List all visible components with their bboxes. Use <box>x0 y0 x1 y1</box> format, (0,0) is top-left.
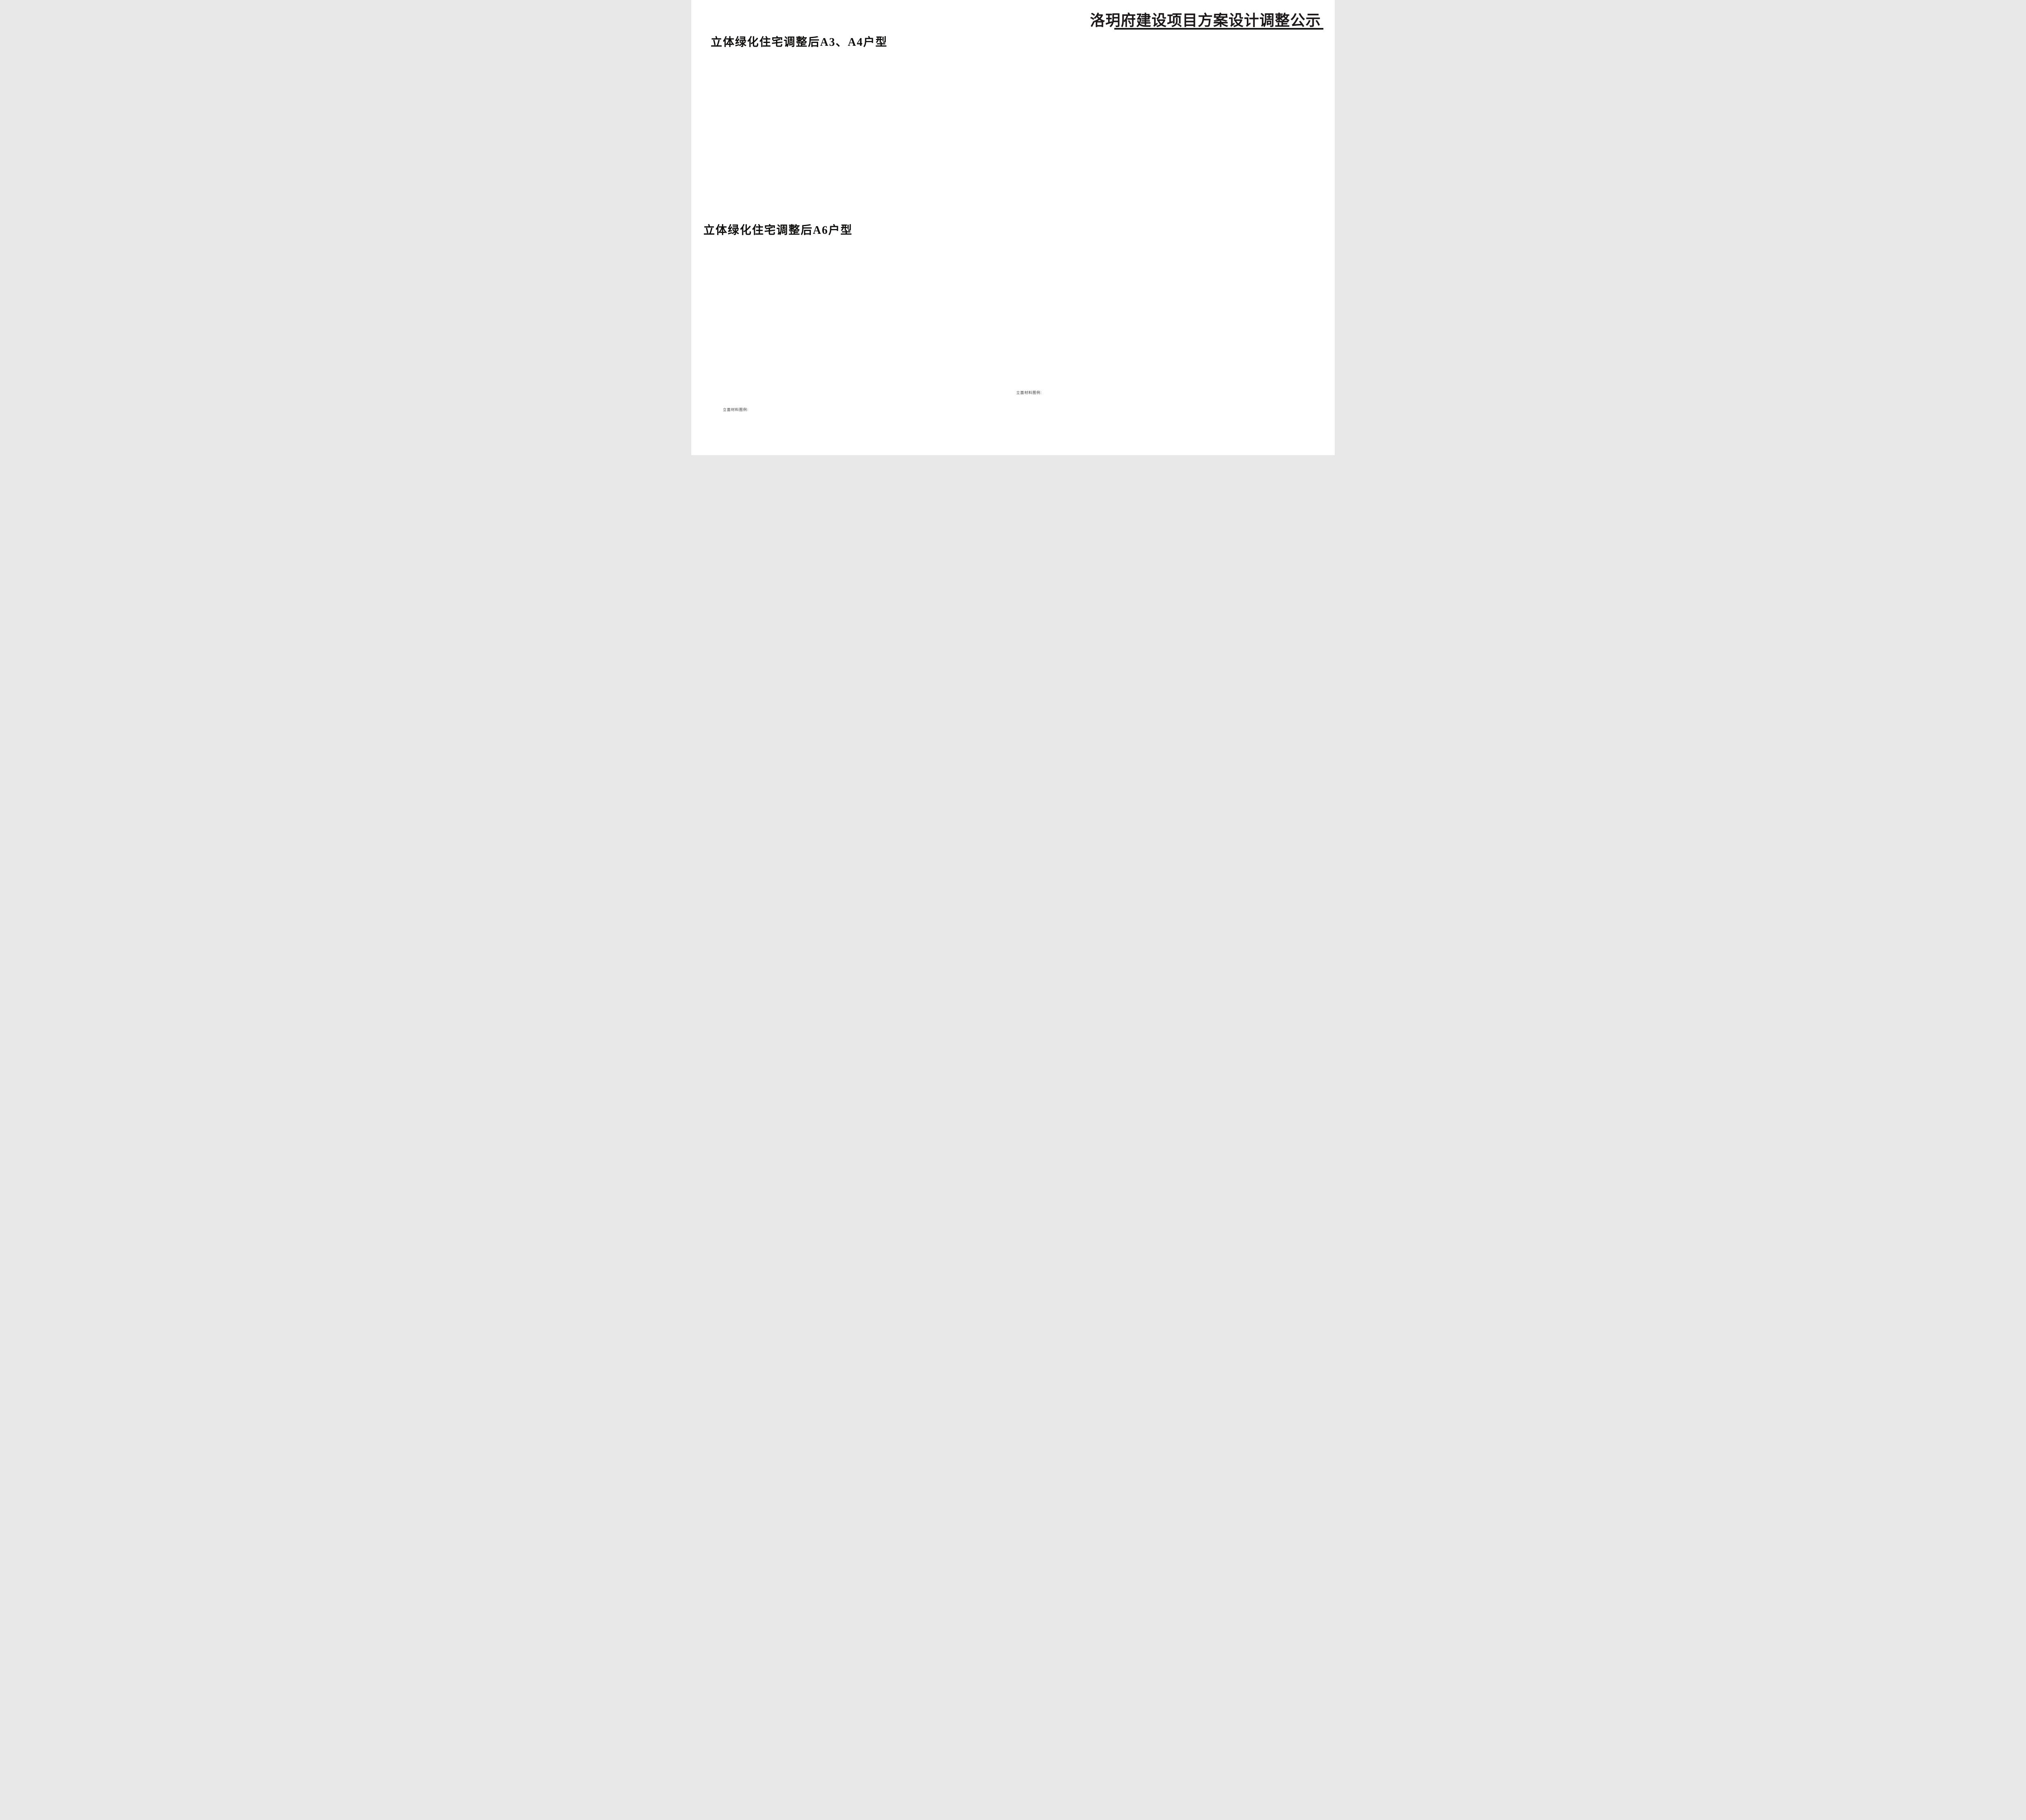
page-title: 洛玥府建设项目方案设计调整公示 <box>1090 12 1321 29</box>
legend-grid <box>723 414 749 420</box>
material-legend-left: 立面材料图例: <box>723 407 749 420</box>
legend-title: 立面材料图例: <box>723 408 749 412</box>
section-heading-a6: 立体绿化住宅调整后A6户型 <box>703 224 853 237</box>
material-legend-right: 立面材料图例: <box>1016 390 1042 403</box>
drawing-sheet: 洛玥府建设项目方案设计调整公示 立体绿化住宅调整后A3、A4户型 立体绿化住宅调… <box>691 0 1335 455</box>
legend-grid <box>1016 397 1042 403</box>
section-heading-a3-a4: 立体绿化住宅调整后A3、A4户型 <box>711 36 888 49</box>
legend-title: 立面材料图例: <box>1016 391 1042 395</box>
title-underline <box>1114 28 1323 30</box>
